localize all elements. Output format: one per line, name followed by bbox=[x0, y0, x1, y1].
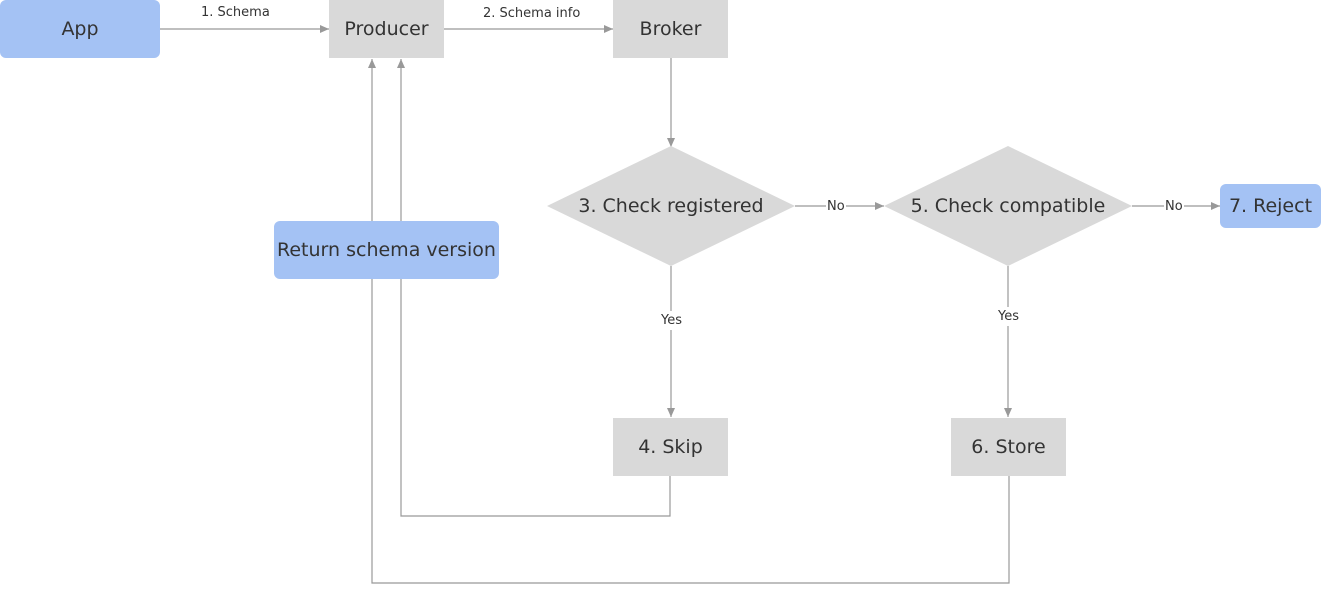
node-app-label: App bbox=[61, 18, 99, 40]
node-producer: Producer bbox=[329, 0, 444, 58]
node-reject: 7. Reject bbox=[1220, 184, 1321, 228]
edge-label-schema-info: 2. Schema info bbox=[483, 6, 581, 21]
node-skip: 4. Skip bbox=[613, 418, 728, 476]
edge-label-registered-yes: Yes bbox=[660, 311, 683, 330]
edge-store-producer bbox=[368, 59, 1010, 584]
node-check-compatible-label: 5. Check compatible bbox=[910, 195, 1106, 217]
node-reject-label: 7. Reject bbox=[1228, 195, 1313, 217]
edge-label-registered-no: No bbox=[826, 199, 846, 214]
node-return-schema-version: Return schema version bbox=[274, 221, 499, 279]
node-check-compatible: 5. Check compatible bbox=[884, 146, 1132, 266]
node-skip-label: 4. Skip bbox=[638, 436, 703, 458]
node-broker: Broker bbox=[613, 0, 728, 58]
node-store-label: 6. Store bbox=[971, 436, 1046, 458]
node-broker-label: Broker bbox=[639, 18, 702, 40]
node-return-schema-version-label: Return schema version bbox=[277, 239, 496, 261]
diamond-shape bbox=[884, 146, 1132, 266]
edge-label-schema: 1. Schema bbox=[201, 5, 270, 20]
node-app: App bbox=[0, 0, 160, 58]
edge-skip-producer bbox=[397, 59, 671, 517]
node-producer-label: Producer bbox=[344, 18, 429, 40]
diamond-shape bbox=[547, 146, 795, 266]
node-check-registered: 3. Check registered bbox=[547, 146, 795, 266]
edge-label-compatible-yes: Yes bbox=[997, 307, 1020, 326]
edge-label-compatible-no: No bbox=[1164, 199, 1184, 214]
node-store: 6. Store bbox=[951, 418, 1066, 476]
node-check-registered-label: 3. Check registered bbox=[578, 195, 764, 217]
